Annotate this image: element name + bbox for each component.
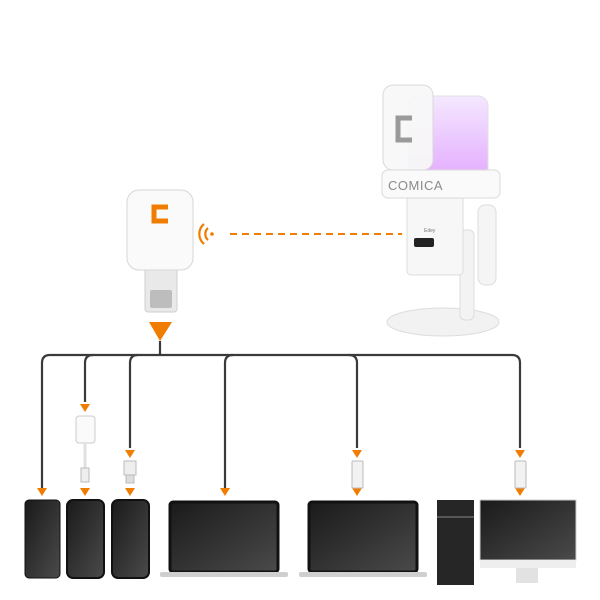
connection-arrows xyxy=(37,404,525,496)
model-label: Edey xyxy=(424,228,436,234)
laptop xyxy=(160,500,288,577)
usb-a-plug xyxy=(514,460,527,489)
usb-a-plug xyxy=(351,460,364,489)
arrow-down-icon xyxy=(80,488,90,496)
usb-c-receiver-dongle xyxy=(126,189,194,313)
arrow-down-icon xyxy=(125,450,135,458)
microphone: Edey COMICA xyxy=(381,84,501,337)
arrow-down-icon xyxy=(220,488,230,496)
arrow-down-icon xyxy=(352,488,362,496)
arrow-down-icon xyxy=(515,488,525,496)
arrow-down-icon xyxy=(149,322,172,341)
comica-logo-icon xyxy=(151,204,168,224)
usb-to-lightning-adapter xyxy=(75,415,96,483)
arrow-down-icon xyxy=(37,488,47,496)
android-phone xyxy=(24,499,61,579)
arrow-down-icon xyxy=(515,450,525,458)
desktop-monitor xyxy=(479,499,577,583)
cable-network xyxy=(40,341,522,490)
iphone xyxy=(111,499,150,579)
lightning-plug xyxy=(123,460,137,484)
arrow-down-icon xyxy=(352,450,362,458)
wireless-signal-icon xyxy=(198,223,214,245)
comica-logo-text: COMICA xyxy=(388,178,443,193)
iphone xyxy=(66,499,105,579)
desktop-tower xyxy=(437,500,474,585)
arrow-down-icon xyxy=(80,404,90,412)
laptop xyxy=(299,500,427,577)
arrow-down-icon xyxy=(125,488,135,496)
